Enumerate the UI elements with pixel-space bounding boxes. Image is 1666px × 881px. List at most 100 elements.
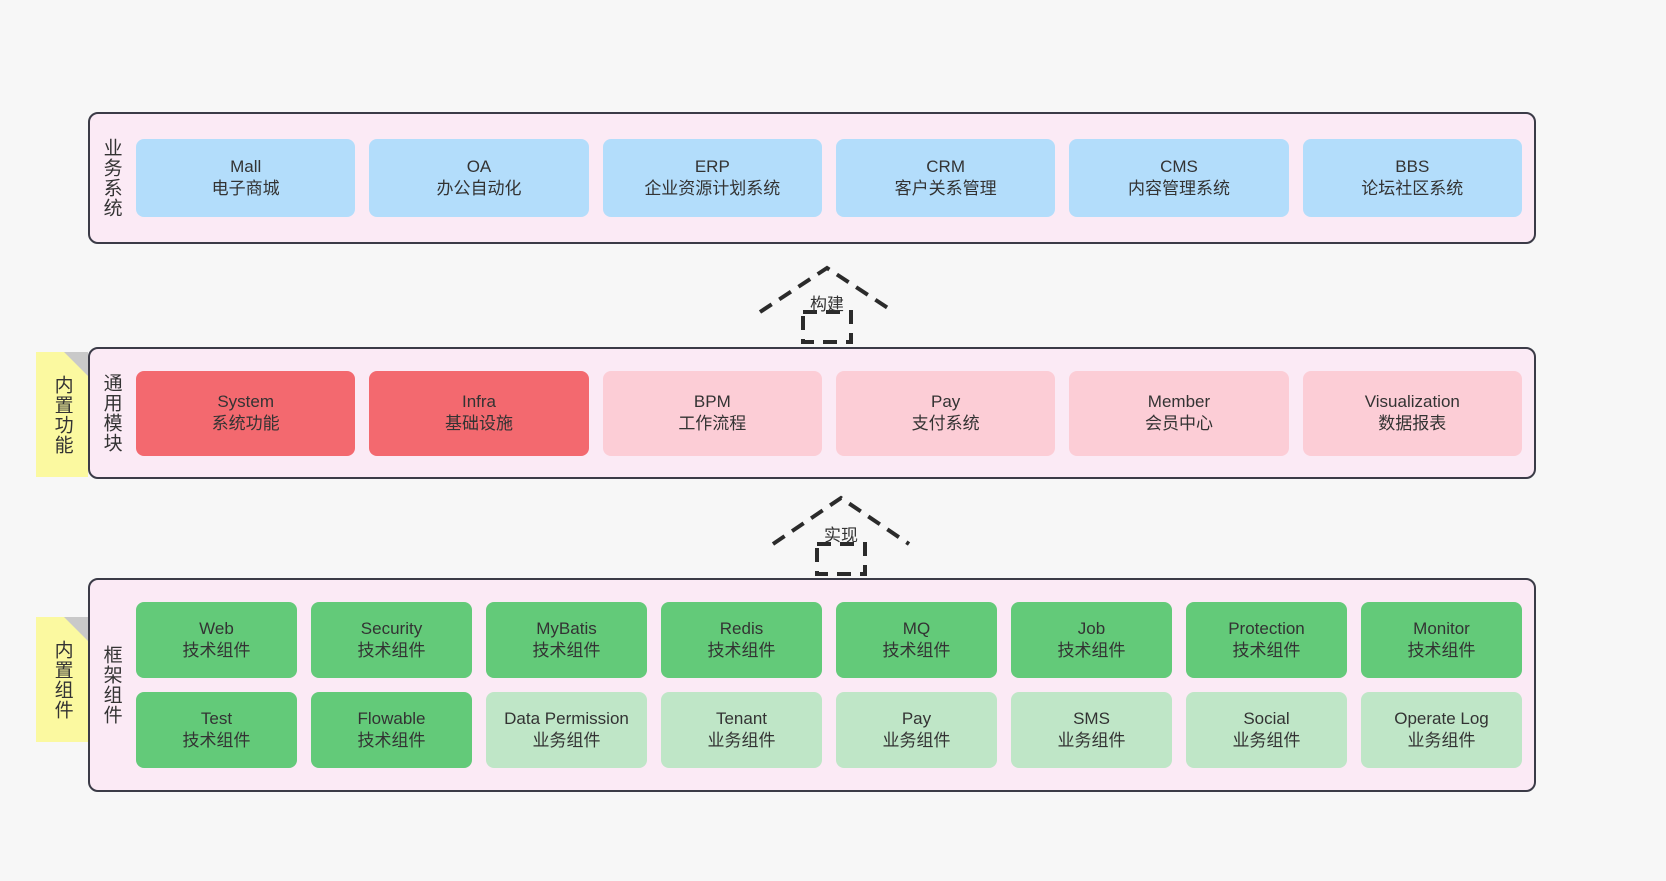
module-card-system[interactable]: System 系统功能: [136, 370, 356, 456]
module-card-title: OA: [466, 157, 492, 177]
module-card-title: MQ: [902, 619, 931, 639]
card-row: Web 技术组件 Security 技术组件 MyBatis 技术组件 Redi…: [136, 602, 1522, 678]
module-card-subtitle: 系统功能: [211, 414, 280, 433]
module-card-mybatis[interactable]: MyBatis 技术组件: [486, 602, 647, 678]
module-card-title: Web: [199, 619, 234, 639]
module-card-title: Monitor: [1413, 619, 1470, 639]
module-card-title: MyBatis: [536, 619, 597, 639]
module-card-title: Flowable: [357, 709, 426, 729]
module-card-member[interactable]: Member 会员中心: [1069, 370, 1289, 456]
module-card-test[interactable]: Test 技术组件: [136, 692, 297, 768]
connector-build-label: 构建: [810, 295, 844, 314]
generalization-arrow-icon: [771, 495, 911, 576]
module-card-data-permission[interactable]: Data Permission 业务组件: [486, 692, 647, 768]
module-card-title: Job: [1077, 619, 1106, 639]
module-card-subtitle: 论坛社区系统: [1361, 179, 1464, 198]
layer-framework-components: 框架组件 Web 技术组件 Security 技术组件 MyBatis 技术组件…: [88, 578, 1536, 792]
module-card-title: CMS: [1160, 157, 1198, 177]
module-card-flowable[interactable]: Flowable 技术组件: [311, 692, 472, 768]
module-card-subtitle: 电子商城: [211, 179, 280, 198]
layer-common-modules: 通用模块 System 系统功能 Infra 基础设施 BPM 工作流程 Pay…: [88, 347, 1536, 479]
card-row: System 系统功能 Infra 基础设施 BPM 工作流程 Pay 支付系统…: [136, 370, 1522, 456]
layer-title-business-systems: 业务系统: [100, 138, 122, 218]
module-card-security[interactable]: Security 技术组件: [311, 602, 472, 678]
module-card-social[interactable]: Social 业务组件: [1186, 692, 1347, 768]
module-card-subtitle: 业务组件: [1407, 731, 1476, 750]
module-card-subtitle: 业务组件: [1057, 731, 1126, 750]
generalization-arrow-icon: [758, 265, 896, 344]
module-card-title: Protection: [1228, 619, 1305, 639]
layer-title-common-modules: 通用模块: [100, 373, 122, 453]
sticky-note-builtin-functions: 内置功能: [36, 352, 88, 477]
module-card-title: Pay: [901, 709, 932, 729]
module-card-subtitle: 业务组件: [1232, 731, 1301, 750]
module-card-crm[interactable]: CRM 客户关系管理: [835, 139, 1056, 217]
connector-implement: 实现: [768, 492, 920, 576]
layer-body-framework-components: Web 技术组件 Security 技术组件 MyBatis 技术组件 Redi…: [132, 580, 1534, 790]
module-card-bbs[interactable]: BBS 论坛社区系统: [1302, 139, 1522, 217]
module-card-title: Tenant: [715, 709, 768, 729]
module-card-bpm[interactable]: BPM 工作流程: [602, 370, 822, 456]
module-card-tenant[interactable]: Tenant 业务组件: [661, 692, 822, 768]
module-card-subtitle: 业务组件: [532, 731, 601, 750]
module-card-mq[interactable]: MQ 技术组件: [836, 602, 997, 678]
module-card-pay-component[interactable]: Pay 业务组件: [836, 692, 997, 768]
module-card-redis[interactable]: Redis 技术组件: [661, 602, 822, 678]
module-card-title: Visualization: [1364, 392, 1460, 412]
module-card-subtitle: 支付系统: [911, 414, 980, 433]
module-card-subtitle: 会员中心: [1144, 414, 1213, 433]
module-card-title: SMS: [1073, 709, 1110, 729]
sticky-note-builtin-components: 内置组件: [36, 617, 88, 742]
module-card-subtitle: 技术组件: [357, 731, 426, 750]
module-card-job[interactable]: Job 技术组件: [1011, 602, 1172, 678]
module-card-erp[interactable]: ERP 企业资源计划系统: [602, 139, 822, 217]
module-card-title: Social: [1243, 709, 1290, 729]
module-card-title: Member: [1147, 392, 1211, 412]
module-card-mall[interactable]: Mall 电子商城: [136, 139, 356, 217]
module-card-infra[interactable]: Infra 基础设施: [369, 370, 589, 456]
module-card-subtitle: 技术组件: [357, 641, 426, 660]
module-card-title: Pay: [931, 392, 961, 412]
module-card-title: Redis: [719, 619, 764, 639]
module-card-subtitle: 技术组件: [532, 641, 601, 660]
module-card-subtitle: 技术组件: [182, 731, 251, 750]
module-card-subtitle: 客户关系管理: [894, 179, 997, 198]
module-card-subtitle: 企业资源计划系统: [644, 179, 781, 198]
module-card-subtitle: 技术组件: [1232, 641, 1301, 660]
module-card-subtitle: 业务组件: [707, 731, 776, 750]
module-card-subtitle: 办公自动化: [436, 179, 522, 198]
sticky-note-label: 内置组件: [51, 639, 73, 720]
module-card-title: Infra: [461, 392, 496, 412]
module-card-title: BPM: [693, 392, 731, 412]
module-card-sms[interactable]: SMS 业务组件: [1011, 692, 1172, 768]
module-card-subtitle: 技术组件: [1407, 641, 1476, 660]
module-card-subtitle: 业务组件: [882, 731, 951, 750]
module-card-title: Operate Log: [1394, 709, 1489, 729]
module-card-oa[interactable]: OA 办公自动化: [369, 139, 589, 217]
module-card-subtitle: 技术组件: [1057, 641, 1126, 660]
module-card-title: BBS: [1395, 157, 1430, 177]
sticky-note-label: 内置功能: [51, 374, 73, 455]
module-card-title: ERP: [694, 157, 730, 177]
layer-body-common-modules: System 系统功能 Infra 基础设施 BPM 工作流程 Pay 支付系统…: [132, 349, 1534, 477]
module-card-title: Security: [360, 619, 423, 639]
connector-implement-label: 实现: [824, 526, 858, 545]
module-card-subtitle: 技术组件: [707, 641, 776, 660]
module-card-monitor[interactable]: Monitor 技术组件: [1361, 602, 1522, 678]
module-card-protection[interactable]: Protection 技术组件: [1186, 602, 1347, 678]
module-card-title: CRM: [926, 157, 965, 177]
module-card-subtitle: 数据报表: [1378, 414, 1447, 433]
module-card-cms[interactable]: CMS 内容管理系统: [1069, 139, 1289, 217]
module-card-web[interactable]: Web 技术组件: [136, 602, 297, 678]
module-card-operate-log[interactable]: Operate Log 业务组件: [1361, 692, 1522, 768]
module-card-visualization[interactable]: Visualization 数据报表: [1302, 370, 1522, 456]
module-card-title: Data Permission: [504, 709, 629, 729]
module-card-subtitle: 技术组件: [882, 641, 951, 660]
card-row: Test 技术组件 Flowable 技术组件 Data Permission …: [136, 692, 1522, 768]
connector-build: 构建: [755, 262, 905, 344]
module-card-subtitle: 工作流程: [678, 414, 747, 433]
module-card-pay[interactable]: Pay 支付系统: [835, 370, 1056, 456]
module-card-title: Mall: [230, 157, 262, 177]
layer-business-systems: 业务系统 Mall 电子商城 OA 办公自动化 ERP 企业资源计划系统 CRM…: [88, 112, 1536, 244]
